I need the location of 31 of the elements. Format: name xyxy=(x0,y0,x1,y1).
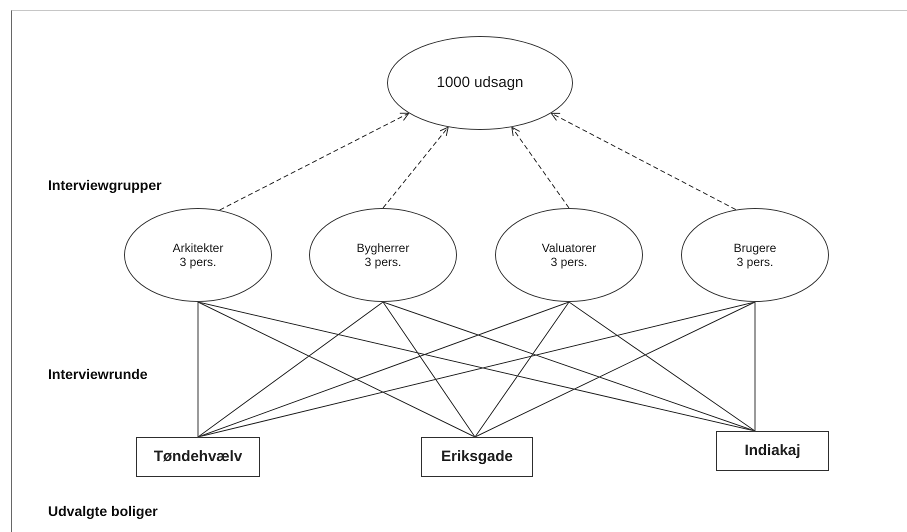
connector-line xyxy=(568,302,756,432)
dashed-arrow xyxy=(550,112,736,210)
node-title: Valuatorer xyxy=(542,240,596,255)
dashed-arrow xyxy=(382,126,449,208)
node-title: Eriksgade xyxy=(441,448,513,466)
rect-node xyxy=(716,431,829,471)
dashed-arrow xyxy=(219,112,410,211)
row-label: Interviewgrupper xyxy=(48,177,162,193)
connector-line xyxy=(198,302,476,438)
connector-line xyxy=(382,302,756,432)
node-title: Arkitekter xyxy=(172,240,224,255)
node-detail: 3 pers. xyxy=(364,255,402,270)
dashed-arrow xyxy=(511,126,570,208)
connector-line xyxy=(474,302,756,438)
node-detail: 3 pers. xyxy=(550,255,588,270)
node-detail: 3 pers. xyxy=(736,255,774,270)
rect-node xyxy=(421,437,533,477)
node-title: Bygherrer xyxy=(356,240,410,255)
row-label: Udvalgte boliger xyxy=(48,503,158,519)
node-detail: 3 pers. xyxy=(180,255,216,270)
node-title: Tøndehvælv xyxy=(154,448,242,466)
node-title: Indiakaj xyxy=(744,442,800,460)
connector-line xyxy=(754,302,756,432)
node-title: Brugere xyxy=(734,240,776,255)
row-label: Interviewrunde xyxy=(48,366,148,382)
connector-line xyxy=(382,302,476,438)
connector-line xyxy=(474,302,570,438)
node-title: 1000 udsagn xyxy=(436,74,524,92)
rect-node xyxy=(136,437,260,477)
connector-line xyxy=(198,302,570,438)
connector-line xyxy=(198,302,384,438)
